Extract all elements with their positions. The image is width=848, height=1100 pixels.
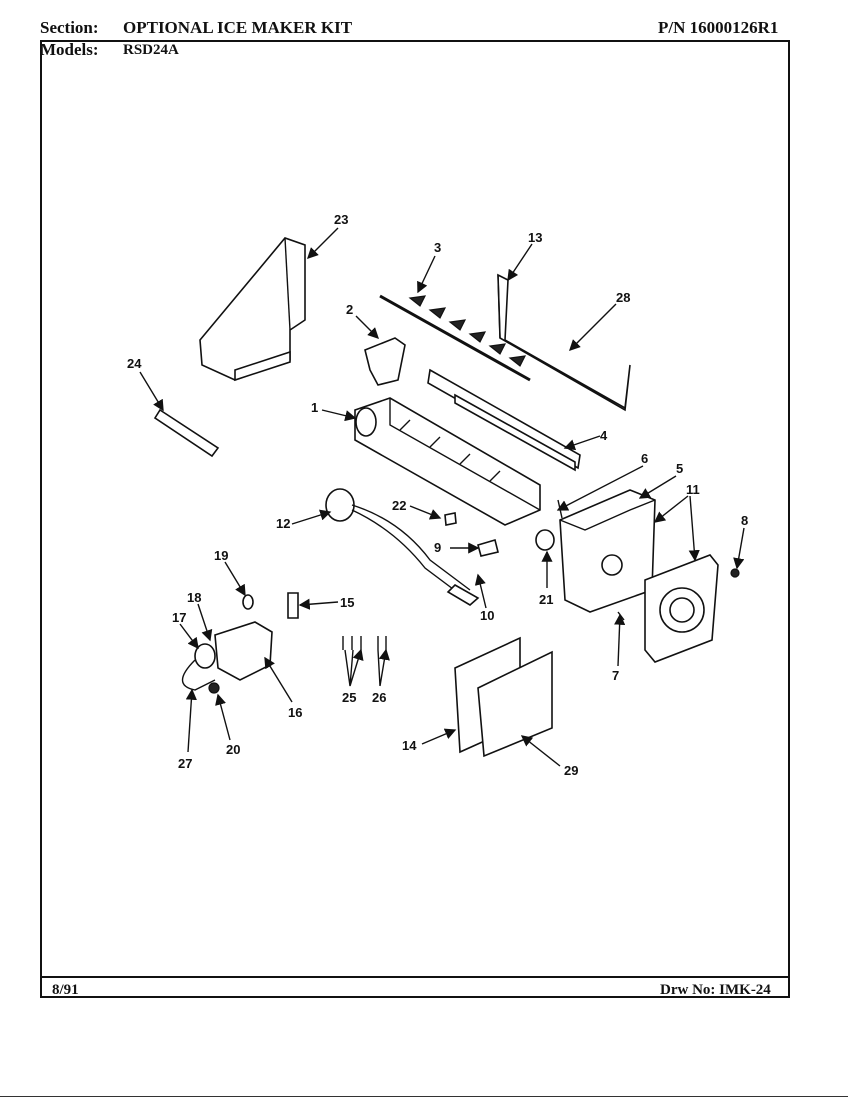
part-24-heater-rod bbox=[153, 408, 220, 458]
callout-15: 15 bbox=[340, 595, 354, 610]
part-16-water-valve bbox=[181, 621, 273, 694]
callout-6: 6 bbox=[641, 451, 648, 466]
callout-8: 8 bbox=[741, 513, 748, 528]
part-19-fitting bbox=[242, 594, 254, 610]
part-12-harness bbox=[325, 488, 480, 606]
callout-27: 27 bbox=[178, 756, 192, 771]
callout-4: 4 bbox=[600, 428, 608, 443]
callout-17: 17 bbox=[172, 610, 186, 625]
callout-24: 24 bbox=[127, 356, 142, 371]
callout-29: 29 bbox=[564, 763, 578, 778]
footer-rule bbox=[40, 976, 790, 978]
callout-10: 10 bbox=[480, 608, 494, 623]
callout-26: 26 bbox=[372, 690, 386, 705]
part-1-mold bbox=[354, 397, 541, 526]
callout-3: 3 bbox=[434, 240, 441, 255]
part-25-screws bbox=[342, 636, 362, 650]
callout-5: 5 bbox=[676, 461, 683, 476]
part-21-gear bbox=[535, 529, 555, 551]
part-4-cover bbox=[427, 368, 581, 472]
callout-14: 14 bbox=[402, 738, 417, 753]
callout-13: 13 bbox=[528, 230, 542, 245]
part-23-fill-cup bbox=[199, 237, 306, 382]
part-28-stripper bbox=[497, 273, 631, 412]
callout-16: 16 bbox=[288, 705, 302, 720]
callout-25: 25 bbox=[342, 690, 356, 705]
callout-9: 9 bbox=[434, 540, 441, 555]
callout-7: 7 bbox=[612, 668, 619, 683]
callout-12: 12 bbox=[276, 516, 290, 531]
footer-date: 8/91 bbox=[52, 982, 79, 998]
callout-19: 19 bbox=[214, 548, 228, 563]
part-8-screw bbox=[730, 568, 740, 578]
part-3-ejector bbox=[379, 294, 531, 382]
part-15-fitting bbox=[287, 592, 299, 619]
callout-21: 21 bbox=[539, 592, 553, 607]
part-number: P/N 16000126R1 bbox=[658, 18, 779, 37]
part-9-clip bbox=[477, 538, 499, 557]
callout-1: 1 bbox=[311, 400, 318, 415]
part-2-bracket bbox=[364, 337, 406, 386]
part-7-spring bbox=[617, 611, 625, 621]
callout-labels: 23 3 13 28 2 24 1 4 6 5 11 8 12 22 9 19 … bbox=[127, 212, 748, 778]
models-label: Models: bbox=[40, 40, 99, 59]
page-bottom-rule bbox=[0, 1096, 848, 1097]
callout-11: 11 bbox=[686, 482, 700, 497]
part-29-liner bbox=[477, 650, 553, 758]
section-label: Section: bbox=[40, 18, 99, 37]
callout-22: 22 bbox=[392, 498, 406, 513]
section-title: OPTIONAL ICE MAKER KIT bbox=[123, 18, 353, 37]
callout-28: 28 bbox=[616, 290, 630, 305]
callout-18: 18 bbox=[187, 590, 201, 605]
models-value: RSD24A bbox=[123, 42, 179, 58]
drawing-number: Drw No: IMK-24 bbox=[660, 982, 771, 998]
callout-20: 20 bbox=[226, 742, 240, 757]
callout-23: 23 bbox=[334, 212, 348, 227]
part-22-clip bbox=[444, 512, 457, 526]
callout-2: 2 bbox=[346, 302, 353, 317]
leader-lines bbox=[139, 227, 745, 767]
part-26-screws bbox=[377, 636, 387, 650]
part-5-housing bbox=[559, 489, 656, 613]
part-11-mounting-plate bbox=[644, 554, 719, 663]
drawing-frame bbox=[40, 40, 790, 998]
